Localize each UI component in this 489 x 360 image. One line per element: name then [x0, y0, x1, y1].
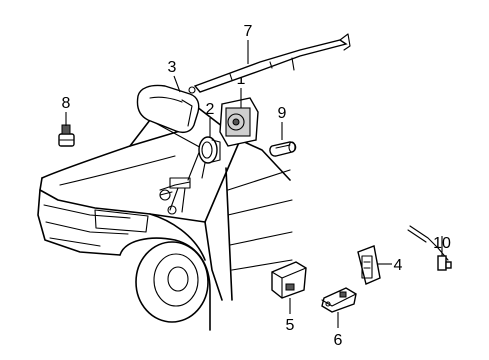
callout-5: 5	[286, 317, 295, 334]
part-8-pretensioner	[58, 124, 75, 147]
callout-1: 1	[237, 71, 246, 88]
callout-8: 8	[62, 95, 71, 112]
part-5-control-module	[271, 261, 307, 299]
part-7-curtain-airbag	[188, 33, 351, 94]
callout-4: 4	[394, 257, 403, 274]
callout-3: 3	[168, 59, 177, 76]
part-9-impact-sensor	[269, 141, 297, 157]
part-6-front-impact-sensor	[321, 287, 357, 313]
callout-6: 6	[334, 332, 343, 349]
callout-10: 10	[433, 235, 451, 252]
callout-9: 9	[278, 105, 287, 122]
callout-2: 2	[206, 101, 215, 118]
leader-3	[173, 75, 181, 93]
callout-7: 7	[244, 23, 253, 40]
part-2-clockspring	[198, 136, 221, 179]
part-1-driver-airbag-module	[219, 97, 259, 147]
part-4-side-impact-sensor	[357, 245, 381, 285]
steering-column	[159, 149, 201, 215]
part-3-passenger-airbag-module	[136, 84, 200, 134]
part-10-sensor-bracket	[407, 225, 452, 271]
